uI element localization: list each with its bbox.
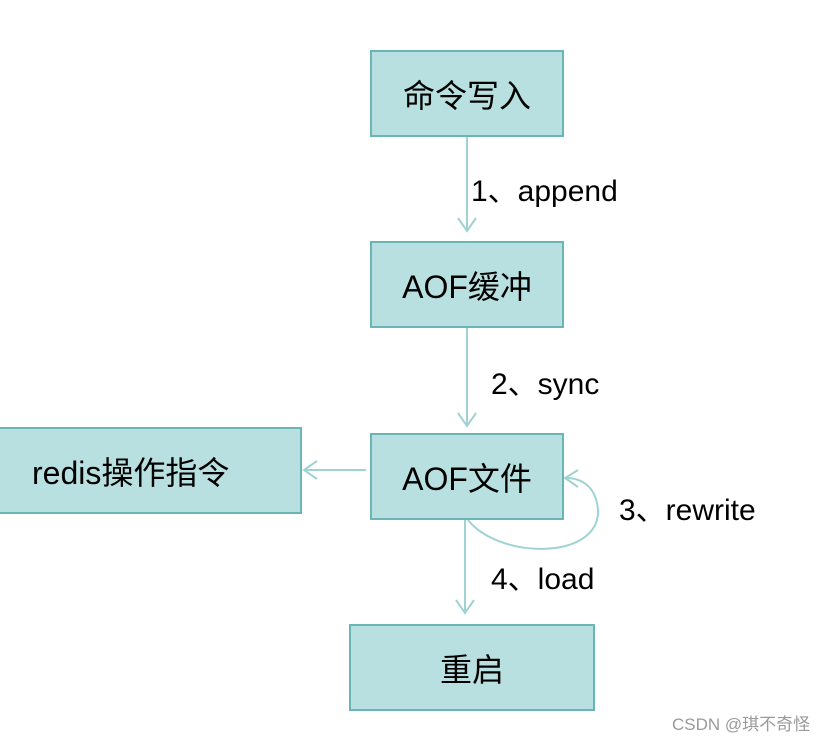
node-redis-ops: redis操作指令 — [0, 427, 302, 514]
edge-label-load: 4、load — [491, 563, 595, 596]
node-redis-ops-label: redis操作指令 — [32, 454, 230, 491]
node-command-write: 命令写入 — [370, 50, 564, 137]
watermark: CSDN @琪不奇怪 — [672, 715, 811, 734]
edge-label-sync: 2、sync — [491, 368, 600, 401]
arrow-sync — [457, 328, 477, 428]
node-aof-file-label: AOF文件 — [402, 460, 532, 497]
edge-label-rewrite: 3、rewrite — [619, 494, 756, 527]
arrow-append — [457, 136, 477, 233]
node-aof-file: AOF文件 — [370, 433, 564, 520]
node-restart: 重启 — [349, 624, 595, 711]
arrow-rewrite-loop — [467, 469, 600, 550]
node-restart-label: 重启 — [439, 651, 504, 688]
node-aof-buffer: AOF缓冲 — [370, 241, 564, 328]
edge-label-append: 1、append — [471, 175, 618, 208]
node-command-write-label: 命令写入 — [402, 77, 531, 114]
arrow-to-redis-ops — [302, 460, 366, 480]
node-aof-buffer-label: AOF缓冲 — [402, 268, 532, 305]
arrow-load — [455, 520, 475, 615]
